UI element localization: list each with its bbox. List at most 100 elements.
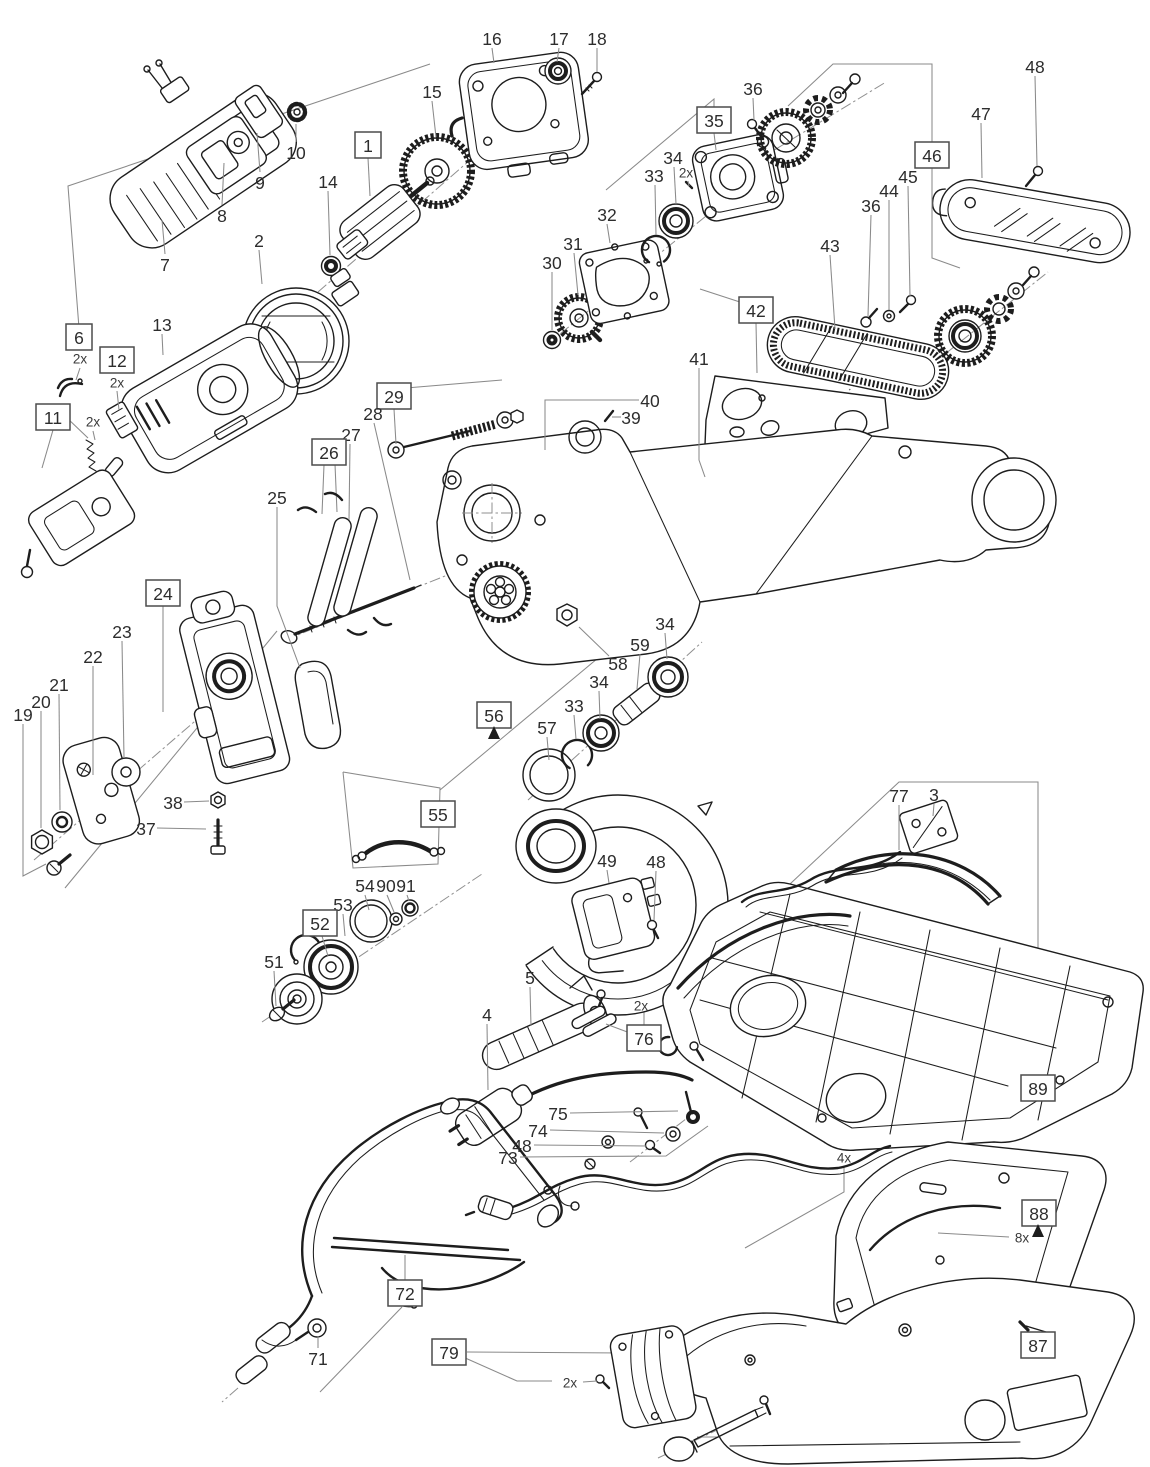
leader-line [327,190,331,256]
callout-label: 34 [655,614,675,634]
callout-label: 24 [153,584,173,604]
callout-box [1020,1074,1056,1102]
callout-77: 77 [889,786,909,850]
leader-line [932,803,935,817]
leader-line [342,913,346,937]
callout-34: 34 [589,672,609,720]
callout-label: 48 [646,852,665,872]
gear-train [542,118,789,350]
callout-label: 15 [422,82,441,102]
callout-label: 20 [31,692,51,712]
callout-72: 72 [387,1255,423,1307]
callout-44: 44 [879,181,899,310]
leader-line [161,219,166,255]
callout-47: 47 [971,104,991,179]
callout-29: 29 [376,382,412,445]
switch-bracket-9 [234,84,284,139]
callout-53: 53 [333,895,353,937]
callout-box [145,579,181,607]
callout-57: 57 [537,718,557,761]
leader-line [256,132,261,173]
callout-label: 2x [679,166,694,181]
leader-line [937,1232,1010,1238]
callout-59: 59 [630,635,650,690]
callout-label: 71 [308,1349,327,1369]
lower-pulley-group [860,266,1040,367]
callout-12: 12 [99,346,135,374]
callout-42: 42 [738,296,774,374]
callout-label: 38 [163,793,182,813]
callout-54: 54 [355,876,375,911]
callout-box [65,323,93,351]
callout-19: 19 [13,705,47,877]
callout-label: 26 [319,443,338,463]
callout-label: 47 [971,104,990,124]
leader-line [156,827,207,830]
belt-cover-47 [931,165,1131,264]
leader-line [367,157,371,197]
leader-line [606,223,611,244]
callout-label: 8 [217,206,227,226]
callout-label: 30 [542,253,562,273]
callout-55: 55 [420,800,456,828]
screw-18 [580,71,603,96]
callout-6: 6 [65,323,93,351]
callout-58: 58 [578,626,628,674]
callout-14: 14 [318,172,338,256]
callout-label: 90 [376,876,396,896]
callout-71: 71 [308,1336,328,1369]
callout-31: 31 [563,234,583,296]
callout-38: 38 [163,793,210,813]
callout-25: 25 [267,488,301,669]
callout-label: 54 [355,876,375,896]
callout-4x: 4x [837,1151,852,1166]
callout-label: 77 [889,786,908,806]
cover-79 [595,1325,697,1429]
leader-line [605,1023,631,1034]
callout-36: 36 [861,196,881,317]
callout-label: 58 [608,654,627,674]
callout-box [311,438,347,466]
callout-label: 13 [152,315,171,335]
callout-box [99,346,135,374]
leader-line [22,724,47,877]
callout-2x: 2x [563,1376,598,1391]
callout-43: 43 [820,236,840,330]
callout-label: 52 [310,914,329,934]
callout-16: 16 [482,29,502,64]
callout-2x: 2x [73,352,88,381]
callout-box [626,1024,662,1052]
callout-label: 57 [537,718,556,738]
callout-label: 16 [482,29,501,49]
callout-label: 40 [640,391,660,411]
callout-48: 48 [512,1136,647,1156]
leader-line [653,870,657,921]
callout-box [354,131,382,159]
callout-label: 2x [73,352,88,367]
callout-label: 43 [820,236,839,256]
callout-label: 21 [49,675,68,695]
callout-40: 40 [544,391,660,450]
leader-line [58,693,61,811]
callout-23: 23 [112,622,132,759]
callout-4: 4 [482,1005,492,1091]
callout-box [302,909,338,937]
leader-line [664,632,668,660]
leader-line [386,894,395,913]
leader-line [258,249,263,285]
callout-79: 79 [431,1338,467,1366]
leader-line [755,322,758,374]
callout-box [696,106,732,134]
callout-label: 79 [439,1343,458,1363]
callout-label: 23 [112,622,131,642]
callout-label: 56 [484,706,503,726]
callout-label: 74 [528,1121,548,1141]
leader-line [578,626,610,657]
spindle-parts-51-59 [268,656,689,1025]
leader-line [654,184,657,236]
callout-box [1020,1331,1056,1359]
callout-label: 2x [86,415,101,430]
callout-2x: 2x [86,415,101,441]
callout-box [476,701,512,729]
